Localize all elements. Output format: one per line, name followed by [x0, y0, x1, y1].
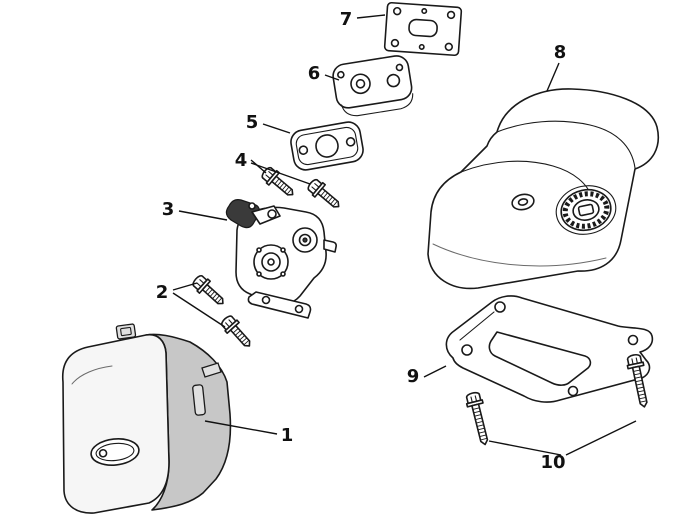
leader-line-10a	[488, 440, 562, 456]
tank-vent	[511, 193, 535, 211]
leader-line-10b	[565, 420, 637, 456]
bolt	[258, 164, 299, 202]
intake-gasket-plate	[383, 1, 463, 57]
callout-2: 2	[156, 282, 169, 303]
fuel-cap	[555, 185, 617, 235]
leader-line-5	[262, 123, 291, 134]
callout-3: 3	[162, 199, 175, 220]
leader-line-1	[204, 420, 278, 435]
leader-line-6	[324, 74, 340, 81]
callout-1: 1	[281, 425, 294, 446]
leader-line-2a	[172, 282, 198, 291]
cover-emblem	[90, 438, 140, 466]
leader-line-4a	[250, 159, 267, 174]
leader-lines	[172, 14, 637, 456]
leader-line-2b	[172, 292, 226, 328]
leader-line-4b	[250, 162, 311, 185]
mounting-bracket	[445, 295, 654, 403]
callout-5: 5	[246, 112, 259, 133]
callout-8: 8	[554, 42, 567, 63]
leader-line-3	[178, 210, 228, 221]
bolt	[218, 312, 257, 353]
leader-line-9	[423, 365, 447, 378]
callout-7: 7	[340, 9, 353, 30]
callout-6: 6	[308, 63, 321, 84]
air-filter-cover	[61, 323, 232, 514]
bolt	[463, 390, 494, 448]
bolt	[189, 272, 230, 311]
callout-9: 9	[407, 366, 420, 387]
fuel-tank	[427, 88, 659, 290]
callouts: 1 2 3 4 5 6 7 8 9 10	[156, 9, 567, 473]
insulator-block	[332, 55, 414, 117]
callout-10: 10	[540, 452, 565, 473]
cover-latch	[115, 323, 137, 340]
carburetor	[225, 199, 337, 319]
leader-line-8	[546, 62, 560, 92]
insulator-bolts	[258, 164, 345, 214]
carburetor-gasket	[290, 121, 364, 171]
bolt	[304, 176, 345, 214]
cover-clip	[192, 362, 222, 416]
callout-4: 4	[235, 150, 248, 171]
leader-line-7	[356, 14, 386, 19]
